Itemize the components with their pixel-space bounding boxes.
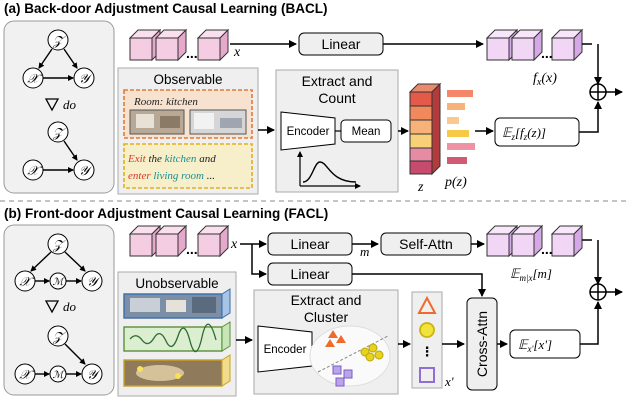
svg-text:...: ... bbox=[541, 45, 553, 61]
svg-text:...: ... bbox=[186, 241, 198, 257]
bacl-expectation-box: 𝔼z[fz(z)] bbox=[494, 117, 580, 147]
graph-node-y: 𝒴 bbox=[73, 67, 95, 89]
svg-text:Cross-Attn: Cross-Attn bbox=[474, 311, 490, 377]
instruction-line-1: Exit the kitchen and bbox=[127, 153, 216, 165]
do-operator: do bbox=[44, 97, 77, 112]
bacl-output-feature-fx: ... bbox=[485, 28, 584, 62]
svg-text:Mean: Mean bbox=[352, 126, 381, 138]
svg-text:Encoder: Encoder bbox=[287, 126, 330, 138]
graph-node-z: 𝒵 bbox=[47, 29, 69, 51]
pz-bars bbox=[447, 90, 475, 164]
xprime-label: x' bbox=[444, 374, 454, 389]
waveform-image bbox=[123, 321, 231, 353]
observable-panel: Observable Room: kitchen Exit the kitche… bbox=[117, 67, 259, 195]
dictionary-xprime: ⋮ bbox=[411, 291, 443, 389]
facl-x-label: x bbox=[230, 237, 238, 252]
room-image-1 bbox=[129, 109, 185, 135]
graph-node-y-b-after: 𝒴 bbox=[81, 363, 103, 385]
facl-causal-graph: 𝒵 𝒳 ℳ 𝒴 do 𝒵 𝒳 bbox=[3, 224, 115, 396]
svg-text:Linear: Linear bbox=[291, 236, 330, 252]
unobservable-panel: Unobservable bbox=[117, 271, 237, 397]
cross-attn-block: Cross-Attn bbox=[466, 297, 498, 391]
svg-text:𝒵: 𝒵 bbox=[52, 329, 66, 344]
svg-text:ℳ: ℳ bbox=[53, 277, 65, 288]
svg-text:Encoder: Encoder bbox=[264, 344, 307, 356]
bacl-z-label: z bbox=[417, 180, 424, 195]
panorama-image-1 bbox=[123, 288, 231, 319]
cluster-plot bbox=[309, 325, 391, 387]
svg-text:Cluster: Cluster bbox=[304, 309, 349, 325]
self-attn-block: Self-Attn bbox=[380, 232, 472, 256]
facl-add-node bbox=[589, 283, 607, 301]
graph-node-y-b: 𝒴 bbox=[81, 270, 103, 292]
svg-text:Count: Count bbox=[318, 90, 355, 106]
do-operator-b: do bbox=[44, 299, 77, 314]
facl-em-label: 𝔼m|x[m] bbox=[510, 266, 552, 283]
confounder-z-stack bbox=[408, 82, 442, 176]
svg-text:Extract and: Extract and bbox=[302, 73, 373, 89]
svg-text:Linear: Linear bbox=[322, 36, 361, 52]
svg-text:...: ... bbox=[186, 45, 198, 61]
bacl-fx-label: fx(x) bbox=[533, 71, 557, 88]
panorama-image-2 bbox=[123, 354, 231, 387]
facl-expectation-box: 𝔼x'[x'] bbox=[509, 329, 581, 359]
graph-node-x-b-after: 𝒳 bbox=[14, 363, 36, 385]
graph-node-x-after: 𝒳 bbox=[22, 159, 44, 181]
facl-m-label: m bbox=[360, 244, 369, 259]
bacl-linear-block: Linear bbox=[298, 32, 384, 56]
svg-text:𝒵: 𝒵 bbox=[52, 237, 66, 252]
svg-text:ℳ: ℳ bbox=[53, 370, 65, 381]
distribution-plot bbox=[297, 151, 361, 189]
facl-linear-block-2: Linear bbox=[267, 262, 353, 286]
bacl-x-label: x bbox=[233, 45, 241, 60]
graph-node-y-after: 𝒴 bbox=[73, 159, 95, 181]
graph-node-x: 𝒳 bbox=[22, 67, 44, 89]
facl-output-feature-m: ... bbox=[485, 224, 584, 258]
extract-count-panel: Extract and Count Encoder Mean bbox=[275, 69, 399, 193]
svg-text:do: do bbox=[63, 97, 77, 112]
bacl-input-feature-x: ... bbox=[128, 28, 230, 62]
svg-text:...: ... bbox=[541, 241, 553, 257]
svg-text:Unobservable: Unobservable bbox=[135, 276, 218, 291]
svg-text:Linear: Linear bbox=[291, 266, 330, 282]
encoder-block: Encoder bbox=[280, 111, 336, 151]
bacl-pz-label: p(z) bbox=[444, 175, 467, 190]
svg-text:𝔼x'[x']: 𝔼x'[x'] bbox=[518, 337, 552, 354]
svg-text:⋮: ⋮ bbox=[421, 344, 434, 359]
svg-text:Observable: Observable bbox=[153, 72, 222, 87]
room-image-2 bbox=[189, 109, 247, 135]
graph-node-z-after: 𝒵 bbox=[47, 121, 69, 143]
bacl-section-title: (a) Back-door Adjustment Causal Learning… bbox=[4, 1, 328, 16]
mean-block: Mean bbox=[340, 119, 392, 143]
encoder-block-b: Encoder bbox=[257, 325, 313, 373]
facl-input-feature-x: ... bbox=[128, 224, 230, 258]
graph-node-z-b-after: 𝒵 bbox=[47, 325, 69, 347]
room-label: Room: kitchen bbox=[133, 96, 198, 108]
svg-text:𝒵: 𝒵 bbox=[52, 33, 66, 48]
svg-text:𝒵: 𝒵 bbox=[52, 125, 66, 140]
bacl-add-node bbox=[589, 83, 607, 101]
facl-linear-block-1: Linear bbox=[267, 232, 353, 256]
graph-node-z-b: 𝒵 bbox=[47, 233, 69, 255]
svg-text:do: do bbox=[63, 299, 77, 314]
svg-text:Extract and: Extract and bbox=[291, 292, 362, 308]
graph-node-x-b: 𝒳 bbox=[14, 270, 36, 292]
graph-node-m-b-after: ℳ bbox=[49, 365, 67, 383]
instruction-line-2: enter living room ... bbox=[128, 170, 215, 182]
svg-text:Self-Attn: Self-Attn bbox=[399, 236, 453, 252]
facl-section-title: (b) Front-door Adjustment Causal Learnin… bbox=[4, 206, 328, 221]
bacl-causal-graph: 𝒵 𝒳 𝒴 do 𝒵 𝒳 𝒴 bbox=[3, 20, 115, 194]
graph-node-m-b: ℳ bbox=[49, 272, 67, 290]
extract-cluster-panel: Extract and Cluster Encoder bbox=[253, 289, 399, 395]
